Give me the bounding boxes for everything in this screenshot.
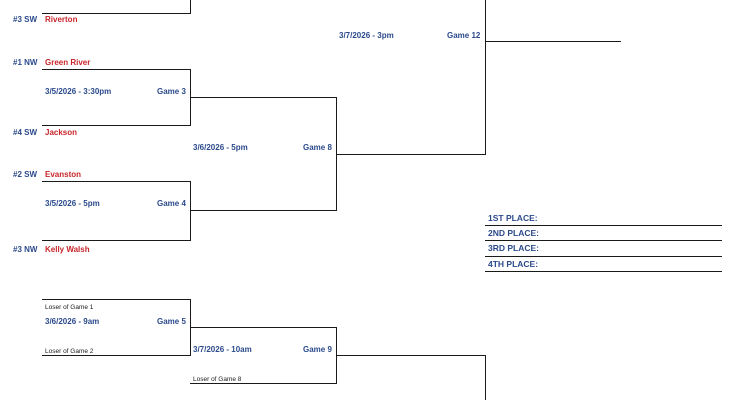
bracket-line <box>190 210 337 211</box>
team-name: Riverton <box>45 15 78 24</box>
bracket-line <box>42 299 191 300</box>
bracket-line <box>485 0 486 155</box>
place-line <box>485 256 722 257</box>
game-date: 3/6/2026 - 5pm <box>193 143 248 152</box>
bracket-line <box>336 154 486 155</box>
bracket-line <box>190 383 337 384</box>
loser-label: Loser of Game 1 <box>45 304 94 311</box>
place-label: 4TH PLACE: <box>488 259 539 269</box>
team-name: Evanston <box>45 170 82 179</box>
team-seed: #3 SW <box>13 15 38 24</box>
team-seed: #3 NW <box>13 245 38 254</box>
team-seed: #4 SW <box>13 128 38 137</box>
bracket-line <box>42 69 191 70</box>
game-label: Game 12 <box>447 31 481 40</box>
game-label: Game 9 <box>303 345 332 354</box>
game-date: 3/5/2026 - 5pm <box>45 199 100 208</box>
place-label: 2ND PLACE: <box>488 228 540 238</box>
loser-label: Loser of Game 8 <box>193 376 242 383</box>
game-label: Game 8 <box>303 143 332 152</box>
game-label: Game 4 <box>157 199 186 208</box>
bracket-line <box>190 0 191 14</box>
game-date: 3/7/2026 - 10am <box>193 345 252 354</box>
game-date: 3/6/2026 - 9am <box>45 317 100 326</box>
game-label: Game 3 <box>157 87 186 96</box>
bracket-line <box>42 181 191 182</box>
place-line <box>485 240 722 241</box>
bracket-line <box>190 327 337 328</box>
team-seed: #2 SW <box>13 170 38 179</box>
bracket-line <box>190 97 337 98</box>
bracket-line <box>42 240 191 241</box>
bracket-line <box>42 355 191 356</box>
team-seed: #1 NW <box>13 58 38 67</box>
bracket-line <box>336 355 486 356</box>
bracket-line <box>485 41 621 42</box>
bracket-line <box>42 125 191 126</box>
game-date: 3/5/2026 - 3:30pm <box>45 87 112 96</box>
bracket-line <box>42 13 191 14</box>
loser-label: Loser of Game 2 <box>45 348 94 355</box>
bracket-line <box>485 355 486 400</box>
game-label: Game 5 <box>157 317 186 326</box>
team-name: Kelly Walsh <box>45 245 90 254</box>
bracket-line <box>190 181 191 241</box>
place-label: 3RD PLACE: <box>488 243 540 253</box>
game-date: 3/7/2026 - 3pm <box>339 31 394 40</box>
team-name: Jackson <box>45 128 78 137</box>
team-name: Green River <box>45 58 91 67</box>
place-line <box>485 225 722 226</box>
place-label: 1ST PLACE: <box>488 213 538 223</box>
place-line <box>485 271 722 272</box>
